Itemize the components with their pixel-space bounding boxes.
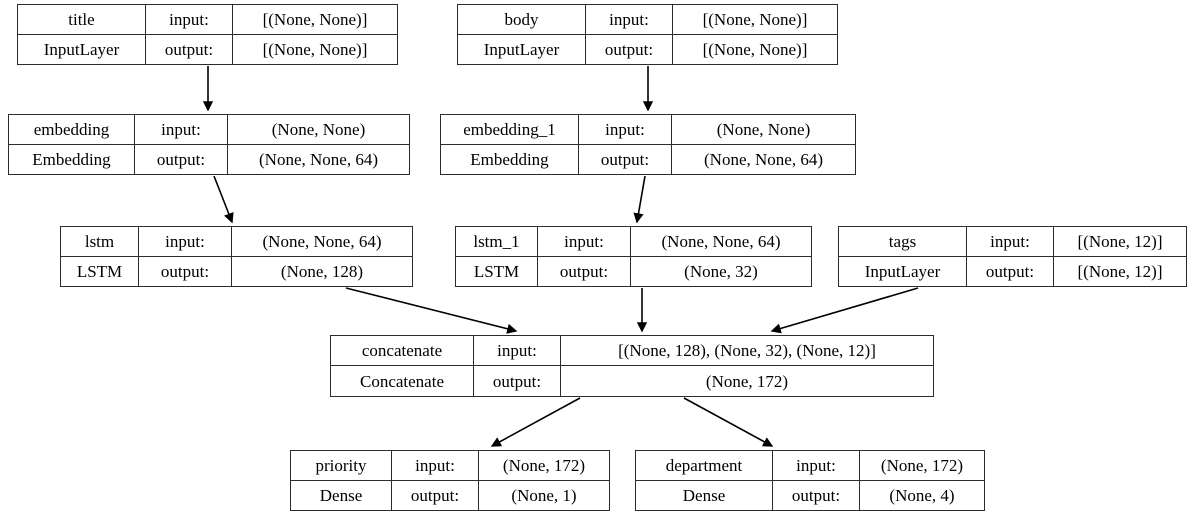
node-output-label: output: xyxy=(392,480,479,510)
node-input-label: input: xyxy=(392,451,479,480)
edge-tags-to-concatenate xyxy=(770,287,919,334)
node-output-shape: (None, 1) xyxy=(511,485,577,505)
node-output-shape: [(None, None)] xyxy=(702,39,808,59)
edge-embedding-to-lstm xyxy=(213,175,234,224)
node-layer-name: concatenate xyxy=(331,336,474,365)
node-input-shape: [(None, 128), (None, 32), (None, 12)] xyxy=(618,341,876,360)
node-output-label: output: xyxy=(135,144,228,174)
node-input-label: input: xyxy=(538,227,631,256)
node-output-label: output: xyxy=(538,256,631,286)
node-input-label: input: xyxy=(146,5,233,34)
node-output-label: output: xyxy=(146,34,233,64)
node-input-shape: (None, None) xyxy=(271,119,366,139)
node-layer-name: body xyxy=(458,5,586,34)
node-layer-name: priority xyxy=(291,451,392,480)
node-input-shape: (None, None) xyxy=(716,119,811,139)
node-layer-name: lstm_1 xyxy=(456,227,538,256)
node-class-name: Dense xyxy=(636,480,773,510)
node-output-shape: (None, 4) xyxy=(889,485,955,505)
node-input-shape: (None, None, 64) xyxy=(661,231,781,251)
node-output-label: output: xyxy=(139,256,232,286)
node-input-shape: [(None, None)] xyxy=(262,9,368,29)
node-output-shape: (None, 32) xyxy=(684,261,758,281)
node-input-label: input: xyxy=(135,115,228,144)
node-class-name: InputLayer xyxy=(458,34,586,64)
node-output-label: output: xyxy=(967,256,1054,286)
node-layer-name: title xyxy=(18,5,146,34)
node-output-shape: (None, 128) xyxy=(280,261,364,281)
edge-concatenate-to-department xyxy=(683,397,774,447)
node-output-label: output: xyxy=(586,34,673,64)
node-layer-name: embedding xyxy=(9,115,135,144)
node-input-label: input: xyxy=(967,227,1054,256)
node-input-shape: [(None, None)] xyxy=(702,9,808,29)
node-layer-name: lstm xyxy=(61,227,139,256)
node-output-shape: (None, None, 64) xyxy=(259,149,378,169)
node-class-name: Embedding xyxy=(441,144,579,174)
edge-concatenate-to-priority xyxy=(490,397,581,447)
node-input-label: input: xyxy=(586,5,673,34)
node-input-shape: (None, 172) xyxy=(502,455,586,475)
node-class-name: InputLayer xyxy=(18,34,146,64)
node-class-name: Dense xyxy=(291,480,392,510)
node-layer-name: department xyxy=(636,451,773,480)
node-input-shape: (None, 172) xyxy=(880,455,964,475)
node-input-label: input: xyxy=(474,336,561,365)
node-input-shape: (None, None, 64) xyxy=(262,231,382,251)
node-input-label: input: xyxy=(773,451,860,480)
node-class-name: InputLayer xyxy=(839,256,967,286)
edge-lstm-to-concatenate xyxy=(345,287,518,334)
node-input-label: input: xyxy=(579,115,672,144)
node-output-shape: (None, 172) xyxy=(705,371,789,391)
node-output-shape: [(None, 12)] xyxy=(1077,261,1163,281)
node-output-shape: (None, None, 64) xyxy=(704,149,823,169)
node-class-name: Concatenate xyxy=(331,366,474,396)
edge-embedding_1-to-lstm_1 xyxy=(633,175,646,224)
node-output-label: output: xyxy=(773,480,860,510)
node-class-name: Embedding xyxy=(9,144,135,174)
node-class-name: LSTM xyxy=(61,256,139,286)
node-output-label: output: xyxy=(579,144,672,174)
node-input-shape: [(None, 12)] xyxy=(1077,231,1163,251)
node-input-label: input: xyxy=(139,227,232,256)
node-output-shape: [(None, None)] xyxy=(262,39,368,59)
node-class-name: LSTM xyxy=(456,256,538,286)
node-output-label: output: xyxy=(474,366,561,396)
node-layer-name: embedding_1 xyxy=(441,115,579,144)
node-layer-name: tags xyxy=(839,227,967,256)
